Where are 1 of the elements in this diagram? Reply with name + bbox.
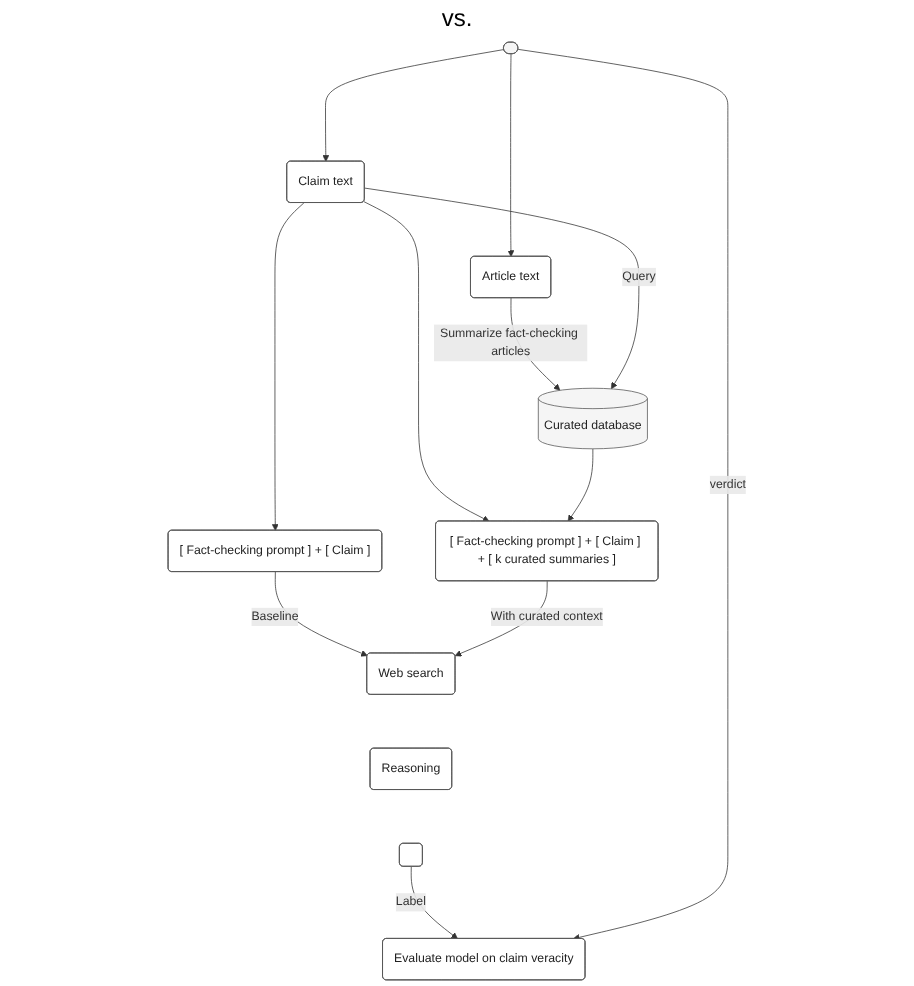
- comparison-note: vs.: [441, 4, 473, 32]
